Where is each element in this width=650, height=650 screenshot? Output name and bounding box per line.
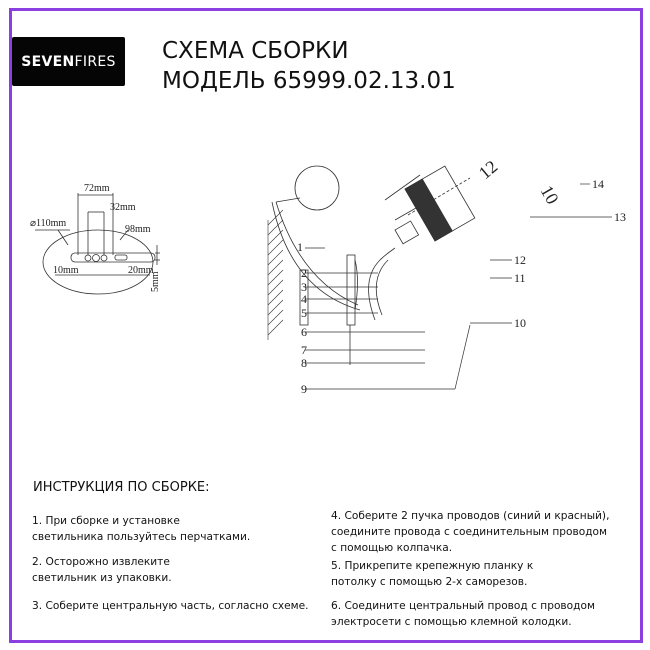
- step-line: с помощью колпачка.: [331, 542, 453, 554]
- shade-dim-10: 10: [537, 182, 563, 208]
- part-label: 14: [592, 177, 604, 191]
- instruction-step: 6. Соедините центральный провод с провод…: [331, 598, 595, 630]
- part-label: 1: [297, 240, 303, 254]
- assembly-diagram: 72mm 32mm ⌀110mm 98mm 10mm 20mm 5mm: [30, 160, 626, 396]
- part-label: 12: [514, 253, 526, 267]
- mount-plate-drawing: [35, 193, 160, 295]
- dim-10: 10mm: [53, 265, 79, 276]
- part-label: 13: [614, 210, 626, 224]
- step-line: 3. Соберите центральную часть, согласно …: [32, 600, 309, 612]
- step-line: электросети с помощью клемной колодки.: [331, 616, 572, 628]
- lamp-drawing: [267, 165, 476, 365]
- step-line: 2. Осторожно извлеките: [32, 556, 170, 568]
- page-frame: [9, 8, 643, 643]
- part-label: 11: [514, 271, 526, 285]
- part-label: 8: [301, 356, 307, 370]
- part-label: 9: [301, 382, 307, 396]
- dim-72: 72mm: [84, 183, 110, 194]
- part-label: 3: [301, 280, 307, 294]
- part-callouts: [305, 183, 612, 390]
- instruction-step: 1. При сборке и установке светильника по…: [32, 513, 250, 545]
- instruction-step: 4. Соберите 2 пучка проводов (синий и кр…: [331, 508, 609, 556]
- logo-bold: SEVEN: [21, 53, 75, 70]
- part-label: 4: [301, 292, 307, 306]
- shade-dim-12: 12: [475, 160, 502, 183]
- title-line: СХЕМА СБОРКИ: [162, 38, 349, 64]
- dim-5: 5mm: [150, 271, 161, 292]
- step-line: 4. Соберите 2 пучка проводов (синий и кр…: [331, 510, 610, 522]
- part-label: 6: [301, 325, 307, 339]
- step-line: 1. При сборке и установке: [32, 515, 180, 527]
- step-line: потолку с помощью 2-х саморезов.: [331, 576, 528, 588]
- part-label: 5: [301, 306, 307, 320]
- instruction-step: 3. Соберите центральную часть, согласно …: [32, 598, 309, 614]
- step-line: 6. Соедините центральный провод с провод…: [331, 600, 595, 612]
- dim-32: 32mm: [110, 202, 136, 213]
- step-line: светильник из упаковки.: [32, 572, 172, 584]
- instruction-step: 2. Осторожно извлеките светильник из упа…: [32, 554, 172, 586]
- dim-110: ⌀110mm: [30, 218, 66, 229]
- instruction-step: 5. Прикрепите крепежную планку к потолку…: [331, 558, 533, 590]
- part-label: 7: [301, 343, 307, 357]
- step-line: соедините провода с соединительным прово…: [331, 526, 607, 538]
- step-line: светильника пользуйтесь перчатками.: [32, 531, 251, 543]
- step-line: 5. Прикрепите крепежную планку к: [331, 560, 534, 572]
- logo-light: FIRES: [74, 53, 116, 70]
- part-label: 10: [514, 316, 526, 330]
- page-title: СХЕМА СБОРКИ МОДЕЛЬ 65999.02.13.01: [162, 36, 456, 96]
- dim-20: 20mm: [128, 265, 154, 276]
- model-line: МОДЕЛЬ 65999.02.13.01: [162, 68, 456, 94]
- dim-98: 98mm: [125, 224, 151, 235]
- part-label: 2: [301, 266, 307, 280]
- instructions-heading: ИНСТРУКЦИЯ ПО СБОРКЕ:: [33, 480, 210, 495]
